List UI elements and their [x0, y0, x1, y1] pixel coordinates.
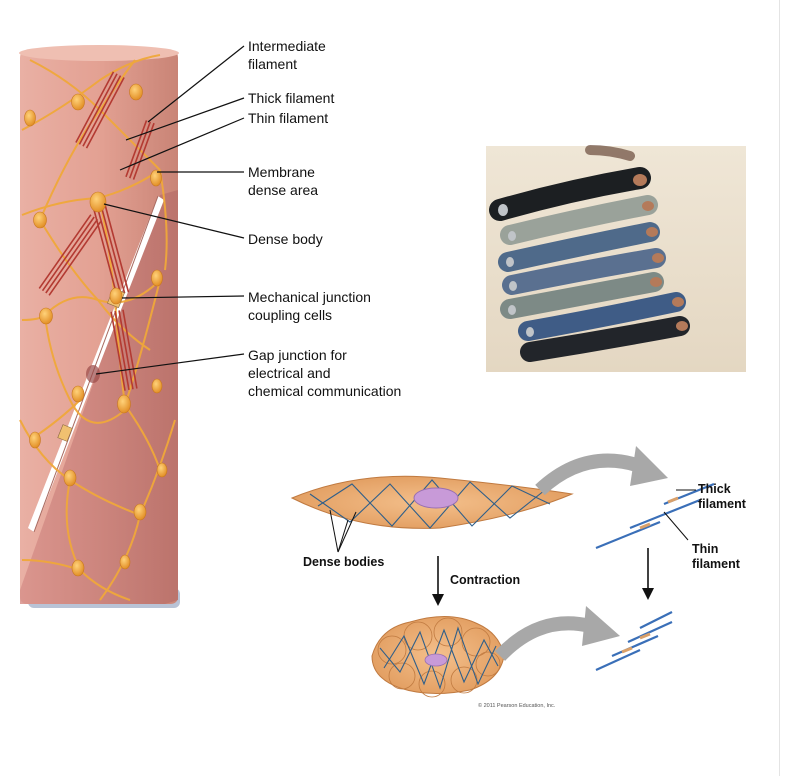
muscle-cell-cylinder: [19, 45, 180, 608]
filament-pointers: [663, 489, 696, 541]
label-dense-body: Dense body: [248, 231, 323, 247]
label-mechanical-junction: Mechanical junction coupling cells: [248, 288, 371, 324]
label-line: Thick: [698, 482, 731, 496]
label-line: Membrane: [248, 164, 315, 180]
label-thick-filament-small: Thick filament: [698, 482, 746, 512]
label-thin-filament: Thin filament: [248, 110, 329, 126]
filament-down-arrow: [642, 548, 654, 600]
label-line: Thin: [692, 542, 719, 556]
leader-lines: [95, 45, 245, 375]
zoom-arrow-top: [535, 446, 668, 496]
mechanical-junction-mark-lower: [57, 424, 73, 442]
contracted-cell: [371, 615, 505, 698]
spindle-cells-photo: [486, 145, 746, 372]
contractile-filament-bundles: [38, 71, 155, 391]
label-thick-filament: Thick filament: [248, 90, 335, 106]
gap-junction-spot: [86, 365, 100, 383]
dense-bodies: [24, 83, 168, 577]
label-line: dense area: [248, 182, 319, 198]
relaxed-filaments: [595, 482, 715, 550]
label-line: filament: [248, 56, 298, 72]
label-contraction: Contraction: [450, 573, 521, 587]
label-line: electrical and: [248, 365, 331, 381]
zoom-arrow-bottom: [494, 606, 620, 661]
label-line: Intermediate: [248, 38, 326, 54]
label-line: Mechanical junction: [248, 289, 371, 305]
contracted-filaments: [595, 611, 673, 672]
label-line: coupling cells: [248, 307, 333, 323]
label-line: Gap junction for: [248, 347, 347, 363]
page-edge-rule: [779, 0, 780, 776]
label-line: filament: [698, 497, 746, 511]
copyright-credit: © 2011 Pearson Education, Inc.: [478, 703, 556, 709]
relaxed-cell: [290, 475, 574, 529]
label-line: filament: [692, 557, 740, 571]
label-line: chemical communication: [248, 383, 402, 399]
label-intermediate-filament: Intermediate filament: [248, 37, 326, 73]
contraction-arrow: [432, 556, 444, 606]
label-membrane-dense-area: Membrane dense area: [248, 163, 318, 199]
label-dense-bodies: Dense bodies: [303, 555, 385, 569]
dense-bodies-pointers: [329, 509, 357, 553]
label-gap-junction: Gap junction for electrical and chemical…: [248, 346, 401, 400]
label-thin-filament-small: Thin filament: [692, 542, 740, 572]
